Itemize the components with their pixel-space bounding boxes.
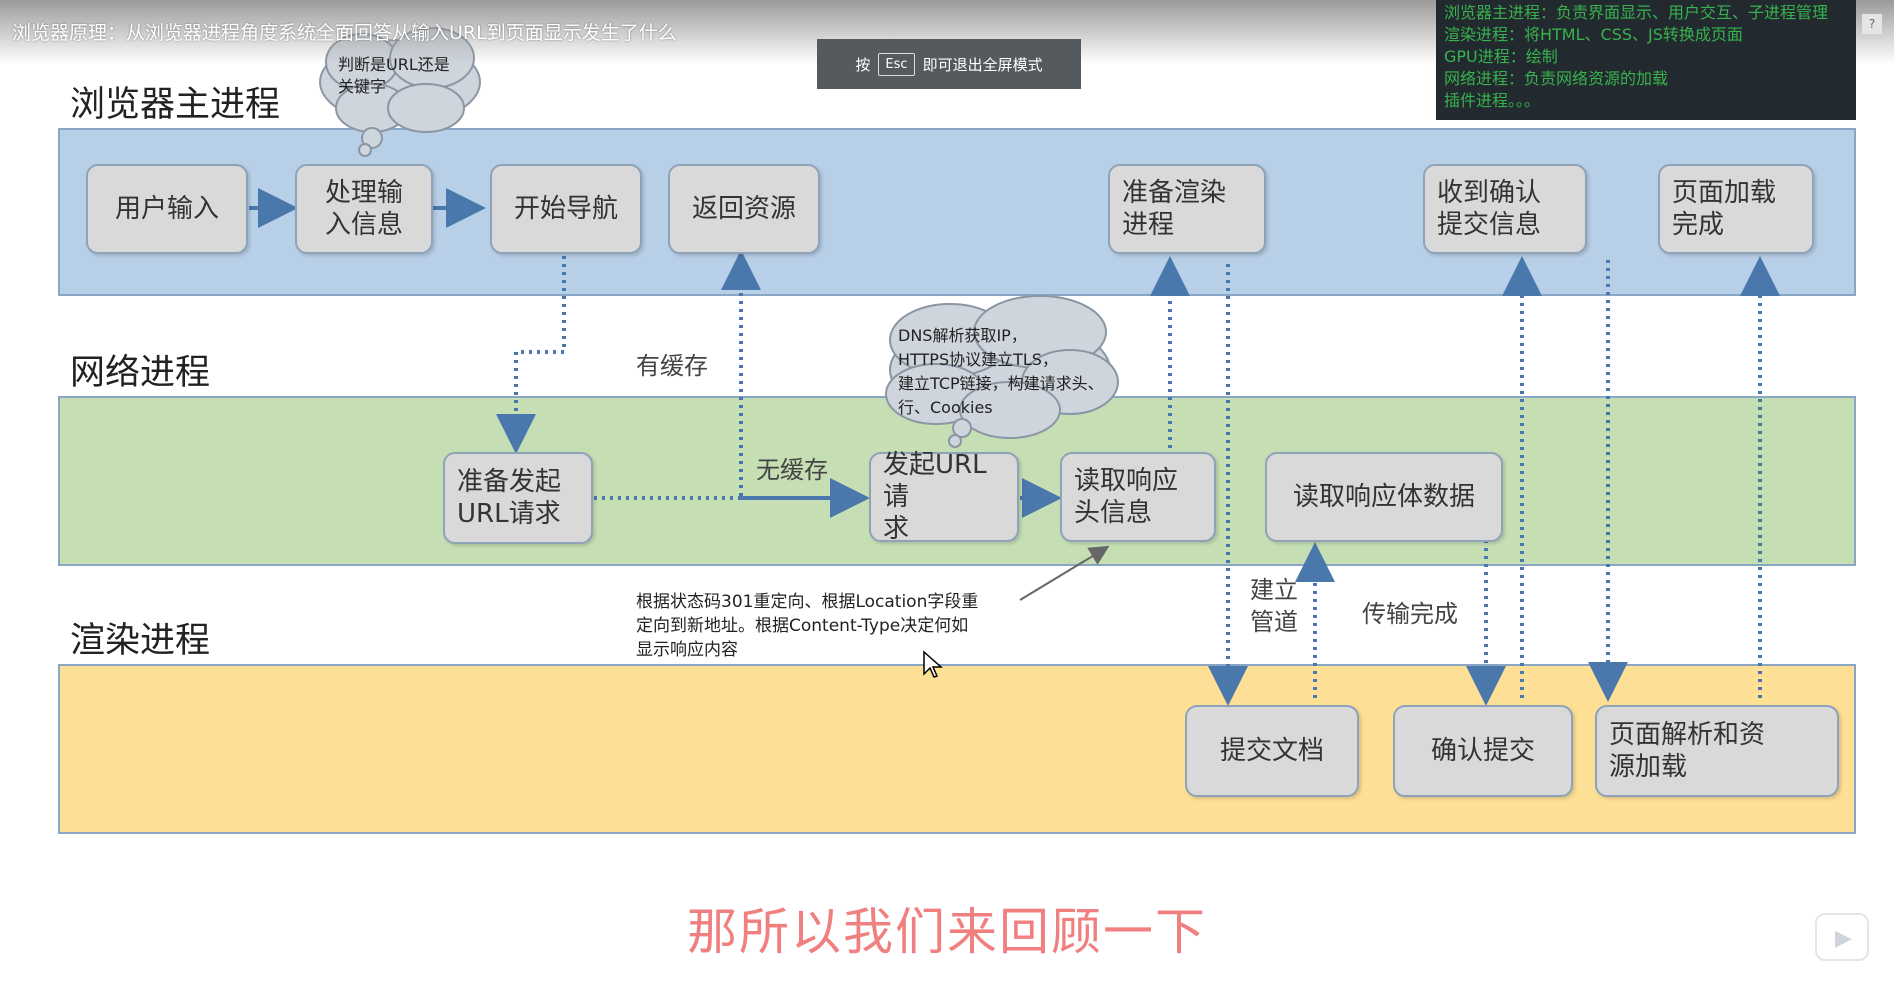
box-receive-confirm: 收到确认 提交信息: [1423, 164, 1587, 254]
network-lane-title: 网络进程: [70, 353, 211, 393]
box-return-resource: 返回资源: [668, 164, 820, 254]
cloud-keyword-text: 判断是URL还是 关键字: [338, 55, 450, 96]
render-lane-title: 渲染进程: [70, 621, 211, 661]
box-page-loaded: 页面加载 完成: [1658, 164, 1814, 254]
box-commit-document: 提交文档: [1185, 705, 1359, 797]
label-no-cache: 无缓存: [756, 456, 828, 484]
redirect-annotation: 根据状态码301重定向、根据Location字段重 定向到新地址。根据Conte…: [636, 592, 979, 660]
box-read-response-header: 读取响应 头信息: [1060, 452, 1216, 542]
cloud-dns-text: DNS解析获取IP， HTTPS协议建立TLS， 建立TCP链接，构建请求头、 …: [898, 326, 1104, 417]
notes-line: 网络进程：负责网络资源的加载: [1444, 69, 1669, 88]
label-cached: 有缓存: [636, 352, 708, 380]
box-process-input: 处理输 入信息: [295, 164, 433, 254]
box-send-url-request: 发起URL请 求: [869, 450, 1019, 544]
fullscreen-exit-hint: 按 Esc 即可退出全屏模式: [817, 39, 1081, 89]
video-title: 浏览器原理：从浏览器进程角度系统全面回答从输入URL到页面显示发生了什么: [12, 22, 677, 44]
play-button[interactable]: ▶: [1815, 913, 1869, 961]
notes-line: 浏览器主进程：负责界面显示、用户交互、子进程管理: [1444, 3, 1829, 22]
box-prepare-url-request: 准备发起 URL请求: [443, 452, 593, 544]
label-build-pipe: 建立 管道: [1250, 576, 1298, 636]
notes-line: 插件进程。。。: [1444, 91, 1541, 110]
help-button[interactable]: ?: [1862, 14, 1882, 34]
notes-panel: 浏览器主进程：负责界面显示、用户交互、子进程管理 渲染进程：将HTML、CSS、…: [1436, 0, 1856, 120]
esc-hint-prefix: 按: [855, 55, 871, 74]
box-read-response-body: 读取响应体数据: [1265, 452, 1503, 542]
play-icon: ▶: [1835, 926, 1852, 951]
esc-hint-suffix: 即可退出全屏模式: [922, 55, 1043, 74]
label-transfer-done: 传输完成: [1362, 600, 1458, 628]
notes-line: 渲染进程：将HTML、CSS、JS转换成页面: [1444, 25, 1743, 44]
box-start-navigation: 开始导航: [490, 164, 642, 254]
browser-lane-title: 浏览器主进程: [70, 85, 281, 125]
box-prepare-render: 准备渲染 进程: [1108, 164, 1266, 254]
notes-line: GPU进程：绘制: [1444, 47, 1558, 66]
box-user-input: 用户输入: [86, 164, 248, 254]
video-subtitle: 那所以我们来回顾一下: [687, 903, 1207, 961]
box-parse-and-load: 页面解析和资 源加载: [1595, 705, 1839, 797]
esc-key-label: Esc: [878, 52, 915, 76]
mouse-cursor-icon: [923, 650, 943, 678]
box-confirm-commit: 确认提交: [1393, 705, 1573, 797]
